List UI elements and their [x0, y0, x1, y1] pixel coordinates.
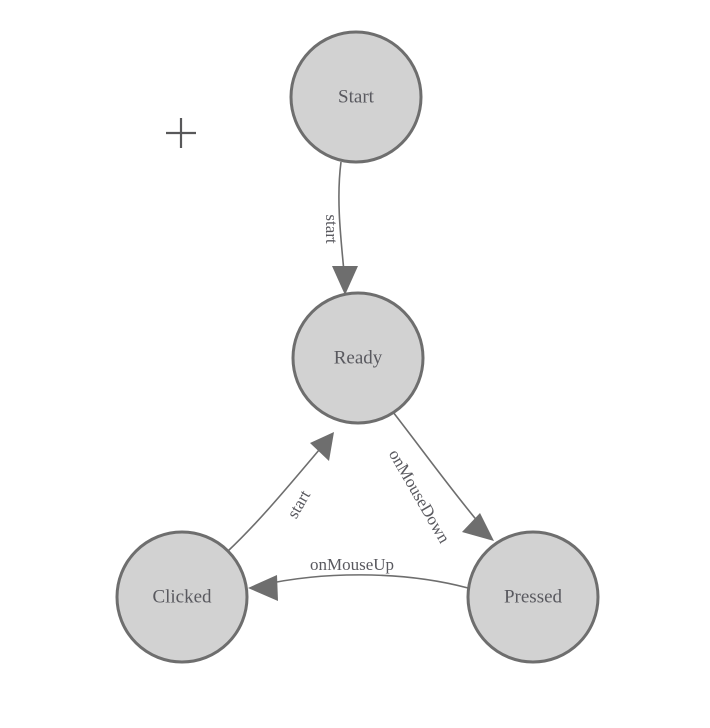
arrowhead-icon [462, 513, 494, 541]
nodes-layer: Start Ready Clicked Pressed [115, 30, 600, 664]
node-pressed[interactable]: Pressed [466, 530, 600, 664]
node-label-pressed: Pressed [504, 586, 563, 607]
edge-path[interactable] [392, 411, 485, 530]
edge-ready-to-pressed[interactable]: onMouseDown [385, 411, 494, 547]
node-clicked[interactable]: Clicked [115, 530, 249, 664]
node-label-clicked: Clicked [152, 586, 212, 607]
edge-label-on-mouse-down: onMouseDown [385, 446, 454, 547]
edge-label-group: onMouseUp [310, 555, 394, 574]
node-ready[interactable]: Ready [291, 291, 425, 425]
edge-label-start-return: start [283, 487, 314, 522]
node-label-ready: Ready [334, 347, 383, 368]
edge-start-to-ready[interactable]: start [322, 161, 358, 295]
edge-path[interactable] [261, 574, 469, 589]
arrowhead-icon [310, 432, 334, 461]
node-shape[interactable] [291, 291, 425, 425]
node-start[interactable]: Start [289, 30, 423, 164]
node-shape[interactable] [466, 530, 600, 664]
crosshair-marker[interactable] [166, 118, 196, 148]
arrowhead-icon [248, 575, 278, 601]
arrowhead-icon [332, 266, 358, 295]
edge-label-group: onMouseDown [385, 446, 454, 547]
node-shape[interactable] [289, 30, 423, 164]
edge-label-start: start [322, 214, 341, 244]
edge-label-group: start [283, 487, 314, 522]
edge-path[interactable] [227, 442, 326, 552]
edge-clicked-to-ready[interactable]: start [227, 432, 334, 552]
edge-label-group: start [322, 214, 341, 244]
edge-pressed-to-clicked[interactable]: onMouseUp [248, 555, 469, 601]
edge-label-on-mouse-up: onMouseUp [310, 555, 394, 574]
node-label-start: Start [338, 86, 375, 107]
node-shape[interactable] [115, 530, 249, 664]
